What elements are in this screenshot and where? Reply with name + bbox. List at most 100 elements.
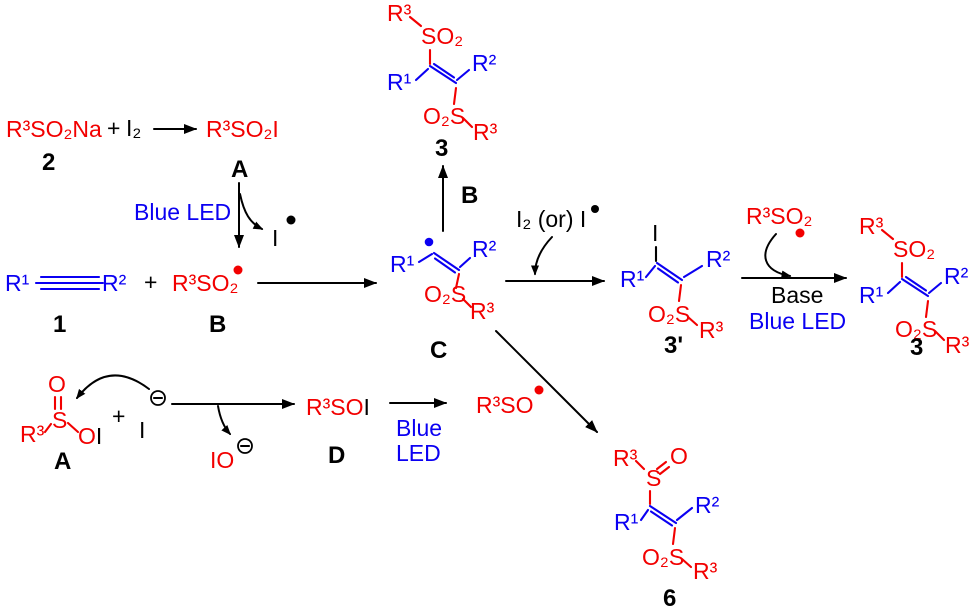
double-bond xyxy=(649,510,674,527)
compound-label-C: C xyxy=(430,337,447,364)
double-bond xyxy=(432,251,461,272)
sulfonyl-group: O₂S xyxy=(642,544,684,570)
double-bond xyxy=(432,62,456,79)
sulfonyl-group: O₂S xyxy=(423,103,465,129)
double-bond xyxy=(658,465,671,476)
bond xyxy=(452,86,458,106)
formula-sulfonyl-iodide-A: R³SO₂I xyxy=(206,116,279,142)
bond xyxy=(682,264,704,279)
oxygen-iodine-group: OI xyxy=(78,423,102,449)
compound-label-3: 3 xyxy=(435,135,448,162)
bond xyxy=(461,297,473,309)
substituent-r3: R³ xyxy=(699,317,724,343)
substituent-r2: R² xyxy=(706,246,731,272)
radical-dot xyxy=(591,205,599,213)
iodine-radical: I xyxy=(272,225,278,251)
bond xyxy=(461,116,474,129)
bond xyxy=(677,283,683,303)
substituent-r3: R³ xyxy=(859,213,884,239)
alkyne-r1: R¹ xyxy=(5,270,30,296)
bond xyxy=(454,272,461,290)
bond xyxy=(675,506,694,522)
substituent-r2: R² xyxy=(944,263,969,289)
substituent-r2: R² xyxy=(472,50,497,76)
product-3-top: R³ SO₂ R¹ R² O₂S R³ 3 xyxy=(387,0,498,162)
condition-blue-led: Blue LED xyxy=(134,199,231,225)
bond xyxy=(417,252,434,264)
bond xyxy=(644,264,657,279)
double-bond xyxy=(433,257,457,274)
reagent-iodine-or-radical: I₂ (or) I xyxy=(516,206,586,232)
double-bond xyxy=(655,261,684,282)
compound-label-1: 1 xyxy=(53,311,66,338)
compound-label-D: D xyxy=(328,442,345,469)
bond xyxy=(680,557,693,569)
bond xyxy=(886,280,902,295)
substituent-r3: R³ xyxy=(693,558,718,584)
sulfonyl-group: SO₂ xyxy=(893,236,935,262)
plus-sign: + xyxy=(144,269,157,295)
compound-label-2: 2 xyxy=(42,149,55,176)
reagent-label-B: B xyxy=(461,182,478,209)
compound-label-A: A xyxy=(54,448,71,475)
compound-label-3-prime: 3' xyxy=(664,332,683,359)
bond xyxy=(43,422,53,434)
substituent-r1: R¹ xyxy=(390,251,415,277)
bond xyxy=(671,526,677,546)
substituent-r2: R² xyxy=(472,236,497,262)
bond xyxy=(414,67,430,82)
bond xyxy=(66,421,80,434)
elimination-step: R³SO₂ Base Blue LED xyxy=(741,203,847,334)
condition-blue-led: Blue LED xyxy=(749,308,846,334)
double-bond xyxy=(648,504,678,525)
bond xyxy=(408,15,423,28)
sulfonyl-group: O₂S xyxy=(648,301,690,327)
bond xyxy=(458,256,472,269)
product-3-prime: I R¹ R² O₂S R³ 3' xyxy=(620,220,731,359)
compound-label-6: 6 xyxy=(663,585,676,612)
substituent-r3: R³ xyxy=(473,119,498,145)
formula-sulfinyl-iodide-D: R³SOI xyxy=(306,394,370,420)
alkyne-addition-step: R¹ R² 1 + R³SO₂ B xyxy=(5,265,377,338)
bond xyxy=(927,281,943,295)
oxygen-atom: O xyxy=(670,443,688,469)
sulfonyl-radical-B: R³SO₂ xyxy=(172,270,238,296)
substituent-r3: R³ xyxy=(945,332,970,358)
intermediate-c: R¹ R² O₂S R³ C xyxy=(390,236,497,364)
sulfinyl-iodide-formation: O S R³ OI A + I IO R³SOI D xyxy=(20,371,370,475)
plus-sign: + xyxy=(107,115,120,141)
oxygen-atom: O xyxy=(48,371,66,397)
substituent-r3: R³ xyxy=(20,421,45,447)
compound-label-3: 3 xyxy=(910,334,923,361)
double-bond xyxy=(655,460,668,471)
hypoiodite-anion: IO xyxy=(210,447,234,473)
substituent-r3: R³ xyxy=(470,298,495,324)
sulfonyl-radical: R³SO₂ xyxy=(746,203,812,229)
formula-iodine: I₂ xyxy=(126,115,141,141)
sulfur-atom: S xyxy=(52,407,67,433)
condition-led: LED xyxy=(396,440,441,466)
curved-arrow-attack xyxy=(76,374,150,400)
compound-label-A: A xyxy=(231,156,248,183)
sulfonyl-group: O₂S xyxy=(424,281,466,307)
curved-arrow-hypoiodite-loss xyxy=(217,405,232,436)
condition-blue: Blue xyxy=(396,415,442,441)
double-bond xyxy=(904,275,928,292)
product-3-right: R³ SO₂ R¹ R² O₂S R³ 3 xyxy=(859,213,970,361)
arrow-to-product-6 xyxy=(495,330,598,433)
substituent-r1: R¹ xyxy=(859,282,884,308)
curved-arrow-iodine-loss xyxy=(239,193,264,230)
bond xyxy=(634,459,646,471)
condition-base: Base xyxy=(771,282,823,308)
curved-arrow-sulfonyl xyxy=(764,233,792,279)
radical-dot xyxy=(233,265,243,275)
bond xyxy=(639,508,650,522)
sulfonyl-group: SO₂ xyxy=(421,23,463,49)
bond xyxy=(924,299,930,319)
substituent-r1: R¹ xyxy=(387,69,412,95)
radical-dot xyxy=(286,215,296,225)
sulfinyl-radical: R³SO xyxy=(476,392,534,418)
double-bond xyxy=(428,64,458,85)
